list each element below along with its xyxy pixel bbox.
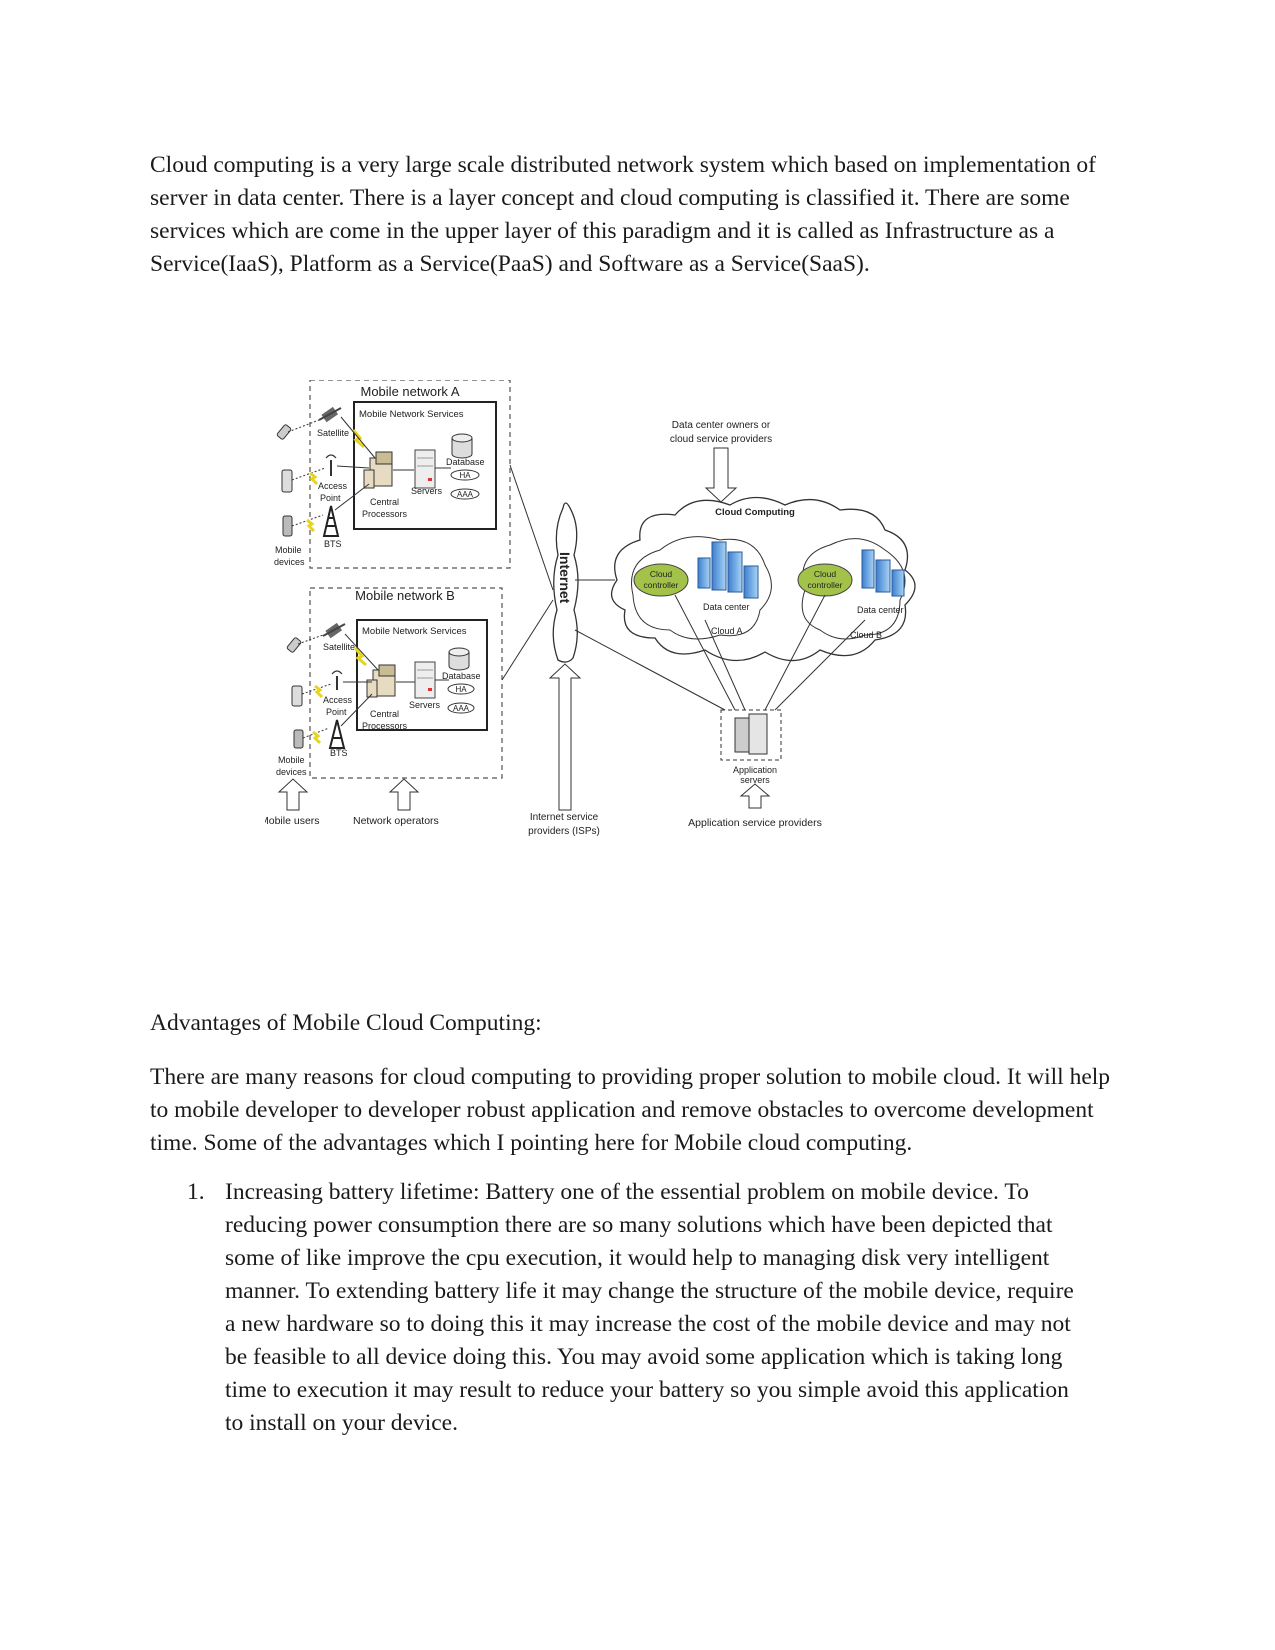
server-icon [414,449,436,489]
bts-tower-icon [328,719,346,749]
cloud-controller-b: Cloud controller [797,563,853,597]
database-label-b: Database [442,671,481,681]
satellite-label-a: Satellite [317,428,349,438]
data-center-building-icon [697,541,759,599]
aaa-label-a: AAA [457,490,474,499]
cloud-computing-region: Cloud Computing Cloud controller Data ce… [610,496,916,662]
cloud-controller-a: Cloud controller [633,563,689,597]
aaa-label-b: AAA [453,704,470,713]
list-item-text: Increasing battery lifetime: Battery one… [225,1179,1074,1436]
mobile-cloud-architecture-diagram: Mobile network A Mobile Network Services… [265,380,916,837]
server-icon [414,661,436,699]
mns-b-title: Mobile Network Services [362,626,467,637]
bts-label-a: BTS [324,539,342,549]
mobile-devices-label-b: Mobile [278,755,305,765]
list-item-number: 1. [187,1179,205,1205]
cloud-controller-label-b-2: controller [808,580,843,590]
access-point-label-a-2: Point [320,493,341,503]
servers-label-b: Servers [409,700,441,710]
satellite-label-b: Satellite [323,642,355,652]
bts-tower-icon [322,505,340,537]
network-a-title: Mobile network A [361,384,460,399]
dc-owners-label-2: cloud service providers [670,434,772,445]
app-servers-label: Application [733,765,777,775]
network-b-title: Mobile network B [355,588,455,603]
advantages-paragraph: There are many reasons for cloud computi… [150,1064,1111,1156]
central-processors-label-b: Central [370,709,399,719]
isps-label: Internet service [530,812,599,823]
cloud-controller-label-b: Cloud [814,569,836,579]
intro-paragraph: Cloud computing is a very large scale di… [150,152,1096,277]
mobile-device-icon [286,637,304,749]
internet-label: Internet [557,552,573,604]
up-arrow-icon [388,778,420,811]
cloud-computing-label: Cloud Computing [715,507,795,518]
mns-a-title: Mobile Network Services [359,409,464,420]
servers-label-a: Servers [411,486,443,496]
mobile-devices-label-a: Mobile [275,545,302,555]
data-center-building-icon [861,549,905,597]
mobile-devices-label-b-2: devices [276,767,307,777]
internet-cloud: Internet [552,502,579,663]
section-heading: Advantages of Mobile Cloud Computing: [150,1010,542,1036]
central-processors-label-a: Central [370,497,399,507]
database-icon [448,647,470,671]
mobile-network-b: Mobile network B Mobile Network Services… [276,587,503,779]
list-item: 1. Increasing battery lifetime: Battery … [187,1176,1087,1440]
satellite-icon [318,406,342,423]
cloud-a-label: Cloud A [711,626,743,636]
database-icon [451,433,473,459]
access-point-icon [325,454,337,476]
mobile-network-a: Mobile network A Mobile Network Services… [274,380,511,569]
dc-owners-label: Data center owners or [672,420,771,431]
central-processor-icon [363,451,393,489]
access-point-label-b-2: Point [326,707,347,717]
cloud-controller-label-a: Cloud [650,569,672,579]
satellite-icon [322,622,346,639]
access-point-icon [331,670,343,690]
ha-label-a: HA [459,471,471,480]
app-servers-label-2: servers [740,775,770,785]
mobile-device-icon [276,424,293,537]
up-arrow-icon [548,663,582,811]
central-processors-label-a-2: Processors [362,509,408,519]
app-providers-label: Application service providers [688,817,822,829]
cloud-controller-label-a-2: controller [644,580,679,590]
data-center-label-b: Data center [857,605,904,615]
application-servers: Application servers [720,709,782,785]
network-operators-label: Network operators [353,815,439,827]
up-arrow-icon [277,778,309,811]
access-point-label-b: Access [323,695,353,705]
ha-label-b: HA [455,685,467,694]
down-arrow-icon [704,447,738,503]
mobile-users-label: Mobile users [265,815,320,827]
advantages-list: 1. Increasing battery lifetime: Battery … [187,1176,1087,1440]
central-processor-icon [366,664,396,698]
database-label-a: Database [446,457,485,467]
central-processors-label-b-2: Processors [362,721,408,731]
bts-label-b: BTS [330,748,348,758]
mobile-devices-label-a-2: devices [274,557,305,567]
cloud-b-label: Cloud B [850,630,882,640]
isps-label-2: providers (ISPs) [528,826,600,837]
data-center-label-a: Data center [703,602,750,612]
access-point-label-a: Access [318,481,348,491]
up-arrow-icon [739,783,771,809]
